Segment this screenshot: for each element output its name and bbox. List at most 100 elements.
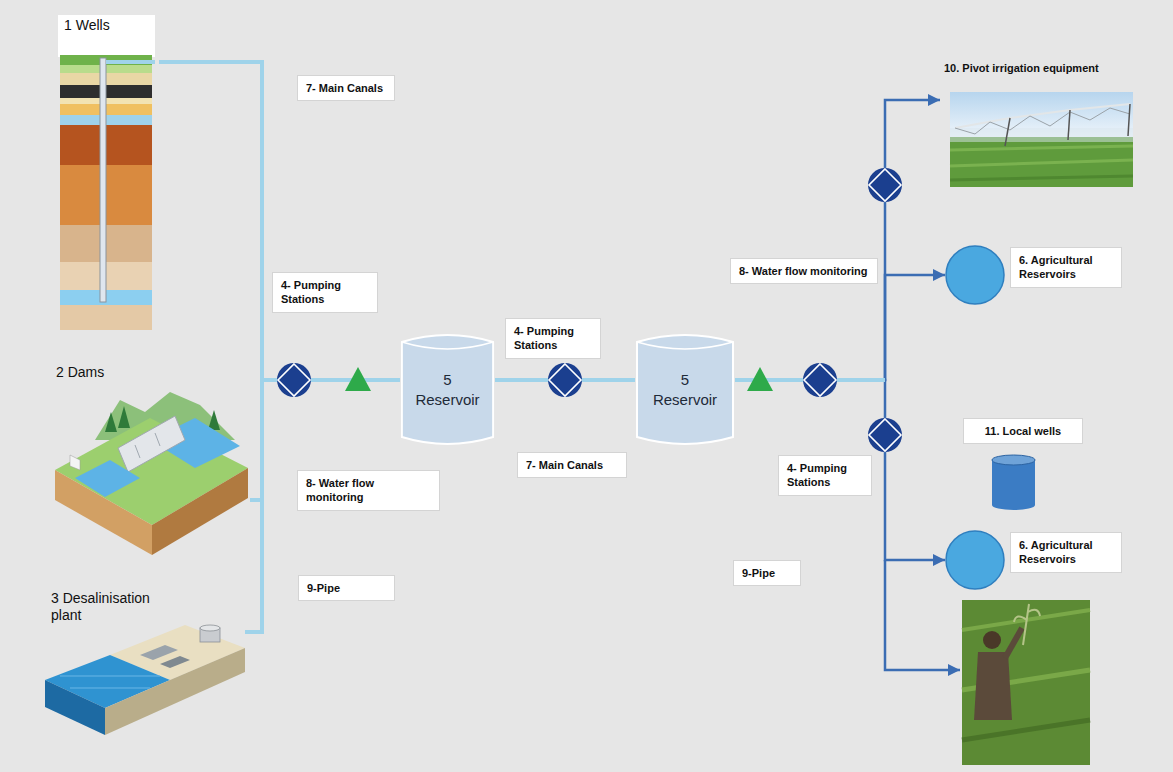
main-canal: [159, 62, 400, 380]
reservoir-outline: [402, 335, 493, 444]
node-label: 6. Agricultural Reservoirs: [1010, 247, 1122, 288]
reservoir-outline: [635, 332, 735, 447]
pivot-photo: [1128, 104, 1130, 136]
dam-illustration: [105, 412, 117, 432]
pivot-photo: [955, 104, 1130, 128]
callout-label: 4- Pumping Stations: [505, 318, 601, 359]
dam-illustration: [75, 460, 140, 497]
node-label: 5 Reservoir: [650, 370, 720, 409]
pump-symbol: [277, 363, 311, 397]
farmer-photo: [1023, 604, 1029, 645]
agricultural-reservoir: 6. Agricultural Reservoirs: [945, 530, 1005, 590]
node-label: 5 Reservoir: [413, 370, 483, 409]
farmer-photo: [962, 720, 1090, 740]
reservoir-outline: [402, 342, 493, 349]
reservoir-outline: [637, 342, 733, 349]
pivot-photo: [950, 160, 1133, 166]
dam-illustration: [55, 392, 248, 555]
pump-symbol: [277, 363, 311, 397]
dam-illustration: [152, 468, 248, 555]
pump-symbol: [869, 169, 901, 201]
reservoir-circle: [946, 246, 1004, 304]
pump-symbol: [548, 363, 582, 397]
dam-illustration: [208, 410, 220, 430]
dam-illustration: [70, 455, 80, 470]
local-well-cylinder: [992, 455, 1035, 465]
dam-illustration: [118, 406, 130, 428]
desalination-illustration: [200, 625, 220, 631]
agricultural-reservoir: 6. Agricultural Reservoirs: [945, 245, 1005, 305]
node-label: 1 Wells: [58, 15, 159, 36]
reservoir-outline: [637, 335, 733, 444]
farmer-photo: [962, 600, 1090, 765]
distribution-pipe: [735, 380, 945, 560]
node-label: 2 Dams: [50, 362, 187, 383]
pump-symbol: [869, 419, 901, 451]
desalination-illustration: [70, 688, 150, 689]
flow-monitor-symbol: [345, 367, 371, 391]
callout-label: 8- Water flow monitoring: [730, 258, 878, 284]
reservoir-tank: 5 Reservoir: [400, 332, 495, 447]
farmer-photo: [983, 631, 1001, 649]
farmer-photo: [1014, 616, 1027, 622]
pivot-photo: [950, 146, 1133, 150]
pump-symbol: [548, 363, 582, 397]
pivot-photo: [950, 128, 1133, 142]
dam-illustration: [135, 445, 140, 458]
pump-symbol: [868, 418, 902, 452]
pivot-photo: [950, 92, 1133, 187]
callout-label: 8- Water flow monitoring: [297, 470, 440, 511]
callout-label: 4- Pumping Stations: [272, 272, 378, 313]
desalination-source: 3 Desalinisation plant: [45, 588, 245, 733]
pivot-photo: [1005, 118, 1010, 146]
farmer-photo: [1028, 610, 1040, 616]
dam-illustration: [118, 416, 185, 472]
desalination-illustration: [45, 625, 245, 735]
callout-label: 4- Pumping Stations: [778, 455, 872, 496]
farmer-photo: [962, 600, 1090, 765]
pivot-photo: [955, 108, 1130, 134]
reservoir-tank: 5 Reservoir: [635, 332, 735, 447]
farmer-photo: [1005, 628, 1022, 658]
desalination-illustration: [160, 656, 190, 668]
node-label: 10. Pivot irrigation equipment: [940, 60, 1139, 76]
wells-illustration: [106, 60, 155, 64]
reservoir-circle: [946, 531, 1004, 589]
pivot-irrigation: 10. Pivot irrigation equipment: [940, 60, 1139, 190]
callout-label: 7- Main Canals: [297, 75, 395, 101]
callout-label: 9-Pipe: [298, 575, 395, 601]
pump-symbol: [278, 364, 310, 396]
pivot-photo: [1068, 110, 1070, 140]
pump-symbol: [868, 418, 902, 452]
node-label: 11. Local wells: [964, 419, 1082, 443]
wells-illustration: [100, 58, 106, 302]
pivot-photo: [950, 176, 1133, 180]
pump-symbol: [868, 168, 902, 202]
reservoir-circle: [945, 245, 1005, 305]
local-well-cylinder: [992, 460, 1035, 510]
dam-illustration: [155, 433, 160, 446]
node-label: 6. Agricultural Reservoirs: [1010, 532, 1122, 573]
callout-label: 9-Pipe: [733, 560, 801, 586]
distribution-pipe: [735, 100, 940, 380]
pump-symbol: [803, 363, 837, 397]
pump-symbol: [868, 168, 902, 202]
farmer-photo: [974, 652, 1012, 720]
local-well-cylinder: [992, 455, 1035, 510]
reservoir-circle: [945, 530, 1005, 590]
reservoir-outline: [400, 332, 495, 447]
flow-monitor-symbol: [747, 367, 773, 391]
dam-source: 2 Dams: [50, 362, 250, 562]
desalination-illustration: [140, 645, 178, 660]
node-label: 3 Desalinisation plant: [45, 588, 182, 626]
wells-illustration: [58, 15, 155, 330]
callout-label: 7- Main Canals: [517, 452, 627, 478]
pump-symbol: [804, 364, 836, 396]
farm-arrow: [885, 560, 960, 670]
wells-source: 1 Wells: [58, 15, 159, 330]
